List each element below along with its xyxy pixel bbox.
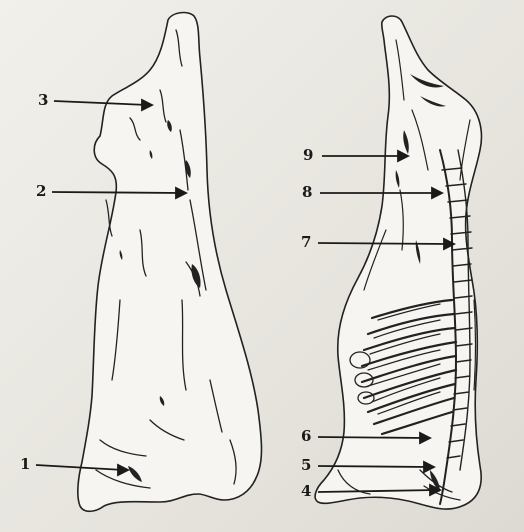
leader-line-7	[318, 243, 450, 244]
callout-9: 9	[303, 148, 313, 163]
callout-1: 1	[20, 457, 30, 472]
callout-8: 8	[302, 185, 312, 200]
callout-6: 6	[301, 429, 311, 444]
callout-5: 5	[301, 458, 311, 473]
callout-3: 3	[38, 93, 48, 108]
callout-2: 2	[36, 184, 46, 199]
leader-line-5	[318, 466, 430, 467]
callout-7: 7	[301, 235, 311, 250]
leader-line-2	[52, 192, 182, 193]
callout-4: 4	[301, 484, 311, 499]
leader-line-6	[318, 437, 426, 438]
